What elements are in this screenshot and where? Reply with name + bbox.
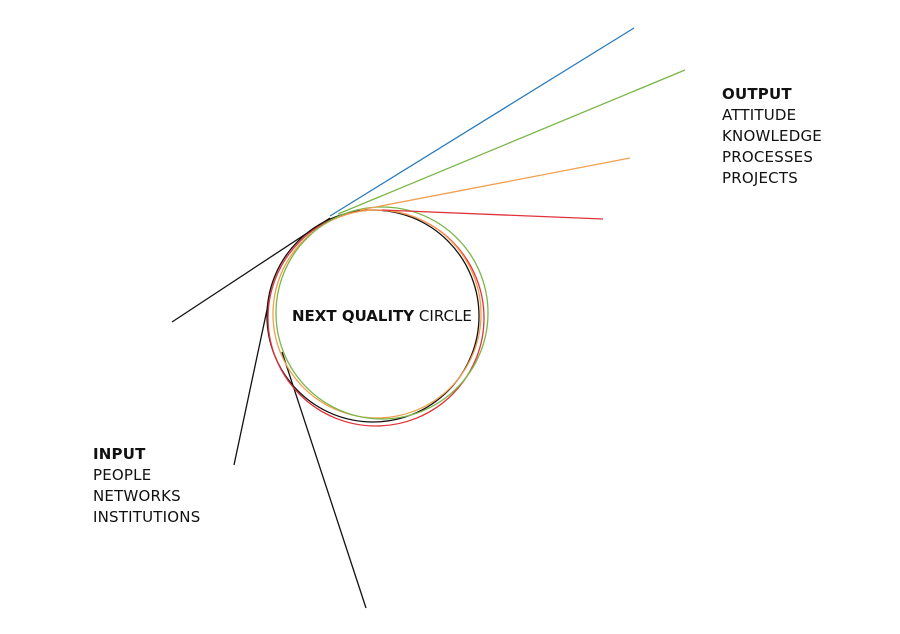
output-line-knowledge	[337, 69, 686, 215]
output-item-projects: PROJECTS	[722, 169, 798, 187]
circle-green	[275, 206, 489, 420]
output-item-processes: PROCESSES	[722, 148, 814, 166]
input-item-networks: NETWORKS	[93, 487, 181, 505]
circle-orange	[272, 209, 482, 419]
center-label-regular: CIRCLE	[418, 307, 472, 325]
output-block: OUTPUT ATTITUDE KNOWLEDGE PROCESSES PROJ…	[722, 84, 822, 189]
output-item-knowledge: KNOWLEDGE	[722, 127, 822, 145]
center-label-bold: NEXT QUALITY	[292, 307, 415, 325]
output-line-processes	[359, 157, 631, 211]
output-heading: OUTPUT	[722, 85, 792, 103]
input-heading: INPUT	[93, 445, 146, 463]
center-label: NEXT QUALITY CIRCLE	[292, 306, 472, 327]
output-line-projects	[381, 209, 604, 220]
output-line-attitude	[329, 27, 635, 217]
input-line-institutions	[281, 351, 367, 609]
input-item-institutions: INSTITUTIONS	[93, 508, 201, 526]
input-line-networks	[233, 304, 269, 466]
output-item-attitude: ATTITUDE	[722, 106, 797, 124]
input-block: INPUT PEOPLE NETWORKS INSTITUTIONS	[93, 444, 200, 528]
input-item-people: PEOPLE	[93, 466, 152, 484]
